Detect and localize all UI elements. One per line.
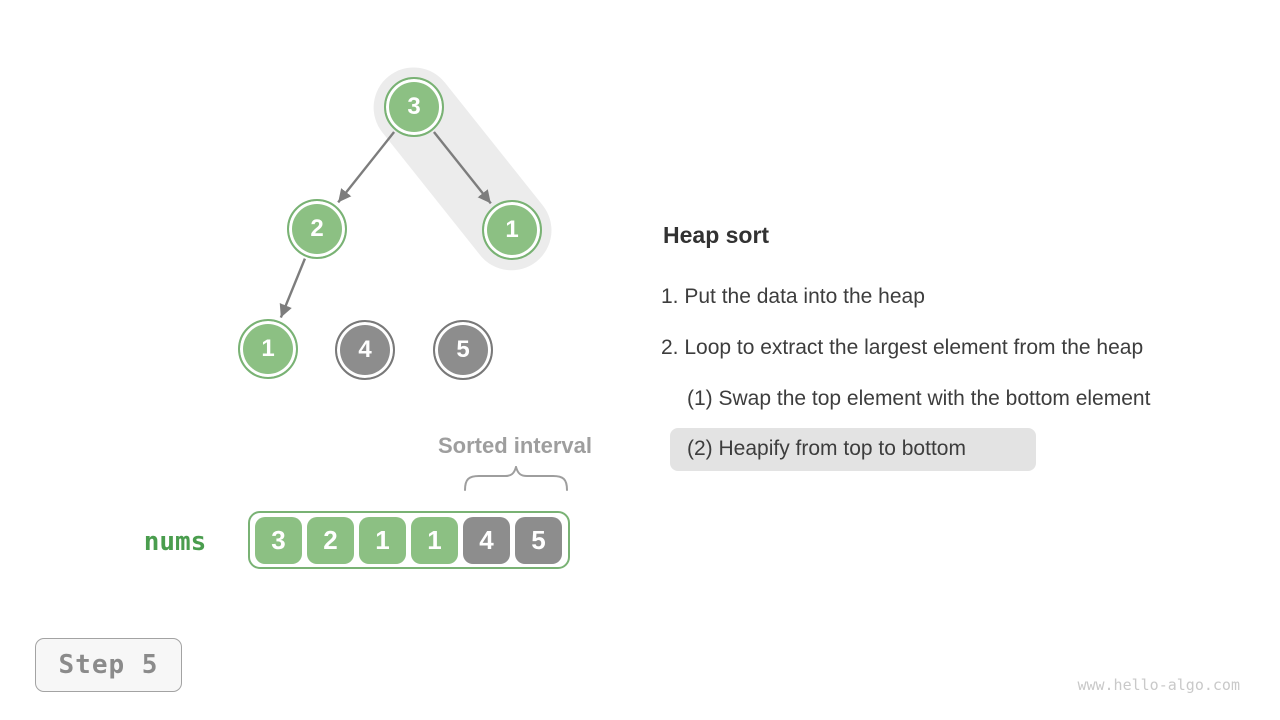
instruction-list: 1. Put the data into the heap 2. Loop to …: [661, 282, 1150, 492]
tree-node: 3: [384, 77, 444, 137]
tree-node: 4: [335, 320, 395, 380]
tree-node-value: 4: [358, 336, 372, 363]
sorted-interval-label: Sorted interval: [437, 433, 593, 458]
sorted-interval-brace-icon: [464, 466, 568, 491]
array-cell: 3: [255, 516, 302, 564]
watermark: www.hello-algo.com: [1077, 676, 1240, 694]
tree-node: 5: [433, 320, 493, 380]
tree-edge: [279, 258, 307, 318]
array-cell: 5: [515, 516, 562, 564]
instruction-item: 1. Put the data into the heap: [661, 285, 925, 308]
step-badge: Step 5: [35, 638, 182, 692]
array-cell: 2: [307, 516, 354, 564]
tree-node-value: 5: [456, 336, 470, 363]
tree-edge: [337, 131, 396, 204]
tree-node: 1: [238, 319, 298, 379]
array-name-label: nums: [143, 527, 207, 557]
tree-edge: [433, 131, 492, 205]
array-cell: 4: [463, 516, 510, 564]
tree-node-value: 3: [407, 93, 421, 120]
array-cell: 1: [411, 516, 458, 564]
instruction-item: 2. Loop to extract the largest element f…: [661, 336, 1144, 359]
array-cell: 1: [359, 516, 406, 564]
step-badge-label: Step 5: [58, 650, 159, 680]
tree-node-value: 2: [310, 215, 324, 242]
instruction-item-highlighted: (2) Heapify from top to bottom: [670, 428, 1036, 471]
instruction-item: (1) Swap the top element with the bottom…: [687, 387, 1151, 410]
tree-node-value: 1: [505, 216, 519, 243]
tree-node: 1: [482, 200, 542, 260]
panel-title: Heap sort: [663, 222, 770, 248]
tree-node: 2: [287, 199, 347, 259]
tree-node-value: 1: [261, 335, 275, 362]
